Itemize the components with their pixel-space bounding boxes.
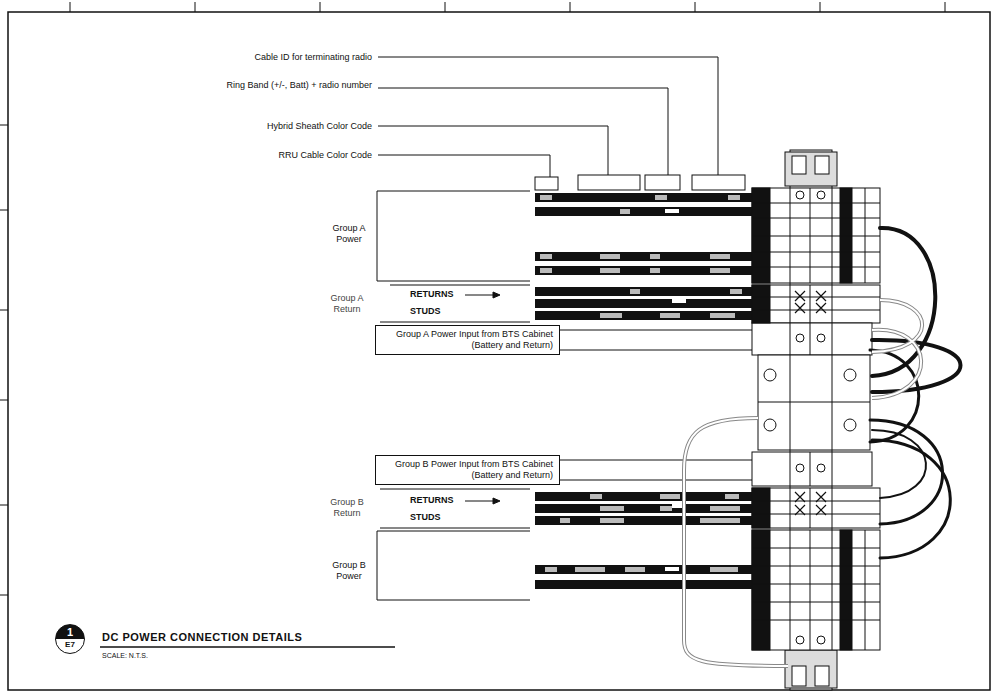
drawing-title: DC POWER CONNECTION DETAILS [102, 632, 302, 643]
annotation-label: STUDS [410, 512, 462, 523]
callout-text: E7 [56, 639, 84, 651]
annotation-label: Group A Return [320, 293, 374, 315]
annotation-label: RRU Cable Color Code [150, 150, 372, 161]
input-label-box: Group A Power Input from BTS Cabinet (Ba… [375, 325, 560, 355]
annotation-label: Hybrid Sheath Color Code [150, 121, 372, 132]
annotation-label: Group A Power [325, 223, 373, 245]
input-label-box: Group B Power Input from BTS Cabinet (Ba… [375, 455, 560, 485]
annotation-label: SCALE: N.T.S. [102, 650, 302, 661]
box-text: Group A Power Input from BTS Cabinet (Ba… [382, 329, 553, 351]
annotation-label: Group B Power [325, 560, 373, 582]
annotation-label: Cable ID for terminating radio [150, 52, 372, 63]
annotation-label: STUDS [410, 306, 462, 317]
callout-circle: 1E7 [55, 624, 85, 654]
annotation-label: RETURNS [410, 495, 462, 506]
box-text: Group B Power Input from BTS Cabinet (Ba… [382, 459, 553, 481]
annotation-label: RETURNS [410, 289, 462, 300]
annotation-label: Group B Return [320, 497, 374, 519]
annotation-label: Ring Band (+/-, Batt) + radio number [222, 80, 372, 91]
callout-text: 1 [56, 625, 84, 639]
